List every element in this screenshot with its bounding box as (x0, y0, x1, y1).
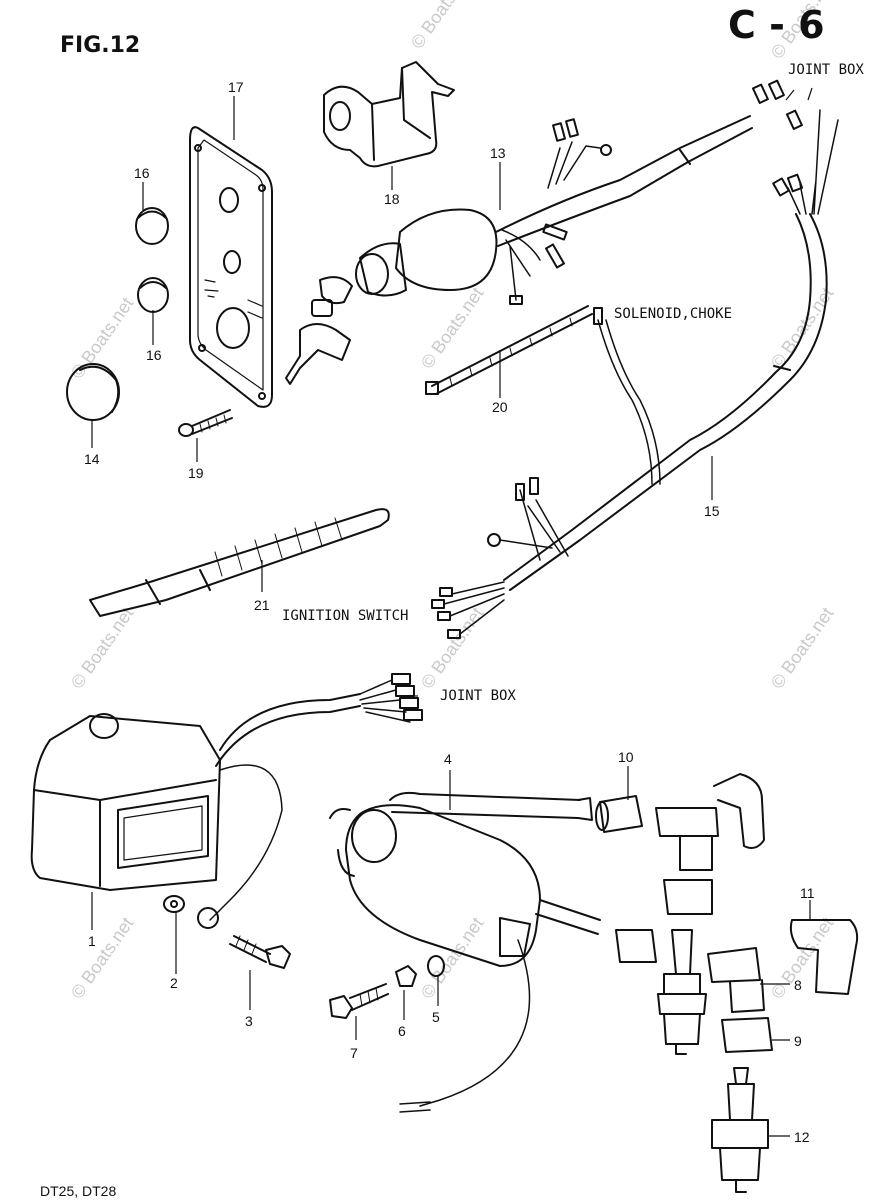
callout-1: 1 (88, 933, 96, 949)
callout-5: 5 (432, 1009, 440, 1025)
ignition-switch-label: IGNITION SWITCH (282, 608, 408, 624)
callout-9: 9 (794, 1033, 802, 1049)
callout-10: 10 (618, 749, 634, 765)
ignition-switch-13 (285, 115, 753, 385)
callout-3: 3 (245, 1013, 253, 1029)
plug-16b (137, 277, 169, 313)
boot-11 (789, 919, 859, 995)
watermark: © Boats.net (767, 604, 837, 693)
strap-21 (89, 508, 390, 617)
bolt-7 (329, 983, 389, 1019)
mounting-bracket (323, 61, 455, 168)
callout-2: 2 (170, 975, 178, 991)
nut-6 (395, 965, 417, 987)
plug-boot-upper (655, 773, 765, 915)
part-callouts: 17 16 16 14 19 18 13 20 15 21 1 2 3 4 5 … (84, 79, 815, 1145)
watermark: © Boats.net (417, 284, 487, 373)
joint-box-mid-label: JOINT BOX (440, 688, 516, 704)
watermark: © Boats.net (407, 0, 477, 52)
screw-19 (178, 409, 233, 437)
washer-2 (163, 895, 185, 913)
callout-12: 12 (794, 1129, 810, 1145)
cable-tie-20 (425, 305, 593, 395)
spark-plug-middle (657, 929, 707, 1055)
model-footer: DT25, DT28 (40, 1183, 116, 1199)
callout-13: 13 (490, 145, 506, 161)
callout-20: 20 (492, 399, 508, 415)
plug-16a (135, 207, 169, 245)
cdi-unit-1 (30, 673, 423, 929)
cap-14 (66, 363, 120, 421)
figure-label: FIG.12 (60, 33, 140, 58)
callout-21: 21 (254, 597, 270, 613)
harness-15 (431, 79, 839, 639)
callout-11: 11 (800, 885, 815, 901)
callout-8: 8 (794, 977, 802, 993)
solenoid-choke-label: SOLENOID,CHOKE (614, 306, 732, 322)
callout-7: 7 (350, 1045, 358, 1061)
joint-box-top-label: JOINT BOX (788, 62, 864, 78)
bolt-3 (229, 935, 291, 969)
callout-6: 6 (398, 1023, 406, 1039)
watermark: © Boats.net (767, 914, 837, 1003)
callout-19: 19 (188, 465, 204, 481)
callout-4: 4 (444, 751, 452, 767)
callout-18: 18 (384, 191, 400, 207)
callout-16b: 16 (146, 347, 162, 363)
watermark: © Boats.net (67, 914, 137, 1003)
watermark: © Boats.net (417, 604, 487, 693)
watermark: © Boats.net (67, 604, 137, 693)
page-code: C - 6 (728, 3, 825, 47)
plug-boot-lower (615, 929, 773, 1053)
callout-15: 15 (704, 503, 720, 519)
callout-16a: 16 (134, 165, 150, 181)
callout-17: 17 (228, 79, 244, 95)
callout-14: 14 (84, 451, 100, 467)
ignition-coil-4 (329, 791, 601, 1113)
cap-10 (595, 795, 643, 833)
switch-panel-plate (189, 126, 273, 408)
spark-plug-12 (711, 1067, 769, 1193)
washer-5 (427, 955, 445, 977)
